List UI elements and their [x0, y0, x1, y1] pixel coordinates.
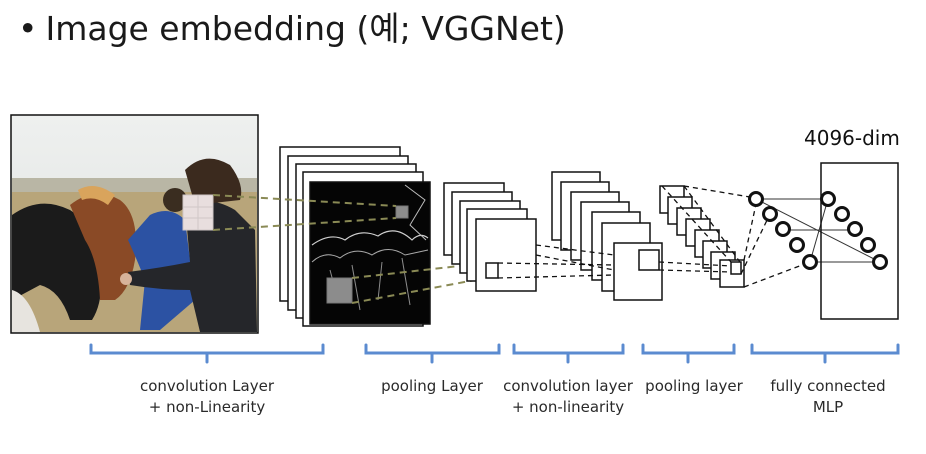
pool2-to-fc-lines — [683, 185, 811, 288]
layer-label-fc: fully connected MLP — [762, 376, 894, 418]
pooling-layer-stack — [443, 182, 537, 292]
layer-label-line2: + non-linearity — [511, 398, 625, 416]
output-dim-label: 4096-dim — [804, 126, 900, 150]
feature-map-icon — [309, 181, 431, 325]
layer-label-pool2: pooling layer — [640, 376, 748, 397]
bracket-conv2 — [512, 343, 625, 364]
layer-brackets — [89, 343, 900, 364]
fc-neurons — [748, 191, 888, 270]
bracket-pool2 — [641, 343, 736, 364]
layer-label-conv1: convolution Layer + non-Linearity — [124, 376, 290, 418]
pooling-layer2-stack — [659, 185, 745, 288]
title-bullet: • — [18, 9, 38, 48]
pool-to-conv2-lines — [497, 244, 615, 279]
layer-label-line1: pooling layer — [645, 377, 743, 395]
layer-label-line2: + non-Linearity — [148, 398, 266, 416]
layer-label-line1: convolution Layer — [140, 377, 274, 395]
title-text: Image embedding (예; VGGNet) — [45, 9, 566, 48]
conv-layer2-stack — [551, 171, 663, 301]
layer-label-line2: MLP — [812, 398, 844, 416]
layer-label-line1: convolution layer — [503, 377, 633, 395]
layer-label-pool1: pooling Layer — [372, 376, 492, 397]
conv2-to-pool2-lines — [658, 185, 741, 273]
slide-title: •Image embedding (예; VGGNet) — [18, 2, 566, 50]
layer-label-line1: fully connected — [770, 377, 886, 395]
horse-photo-icon — [10, 114, 259, 334]
bracket-pool1 — [364, 343, 501, 364]
layer-label-line1: pooling Layer — [381, 377, 483, 395]
bracket-conv1 — [89, 343, 325, 364]
fc-output-box — [820, 162, 899, 320]
layer-label-conv2: convolution layer + non-linearity — [496, 376, 640, 418]
bracket-fc — [750, 343, 900, 364]
